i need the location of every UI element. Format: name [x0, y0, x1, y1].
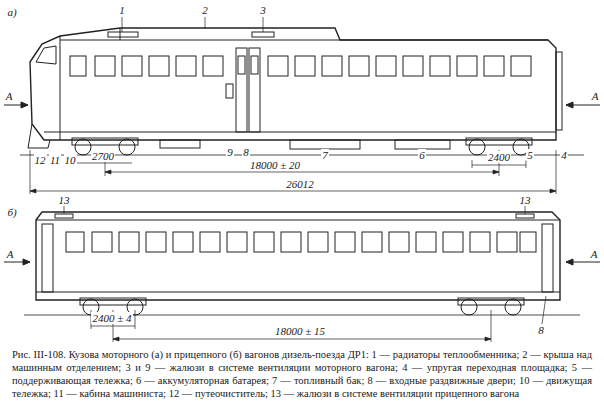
callout-number: 6: [418, 149, 426, 161]
callout-number: 2: [201, 4, 209, 16]
callout-number: 8: [537, 324, 545, 336]
callout-number: 13: [519, 194, 532, 206]
callout-number: 8: [242, 146, 250, 158]
view-letter: а): [6, 6, 17, 18]
section-mark: А: [591, 90, 600, 102]
callout-number: 9: [226, 146, 234, 158]
callout-number: 11: [49, 154, 61, 166]
callout-number: 1: [118, 4, 126, 16]
section-mark: А: [6, 248, 15, 260]
section-mark: А: [5, 90, 14, 102]
callout-number: 4: [560, 149, 568, 161]
dimension: 18000 ± 15: [274, 325, 326, 337]
callout-number: 10: [64, 154, 77, 166]
dimension: 18000 ± 20: [249, 159, 301, 171]
section-mark: А: [590, 248, 599, 260]
callout-number: 5: [526, 149, 534, 161]
dimension: 2400 ± 4: [91, 312, 132, 324]
callout-number: 3: [259, 4, 267, 16]
figure-caption: Рис. III-108. Кузова моторного (а) и при…: [12, 348, 592, 401]
dimension: 26012: [285, 178, 315, 190]
dimension: 2700: [91, 150, 115, 162]
callout-number: 12: [34, 154, 47, 166]
callout-number: 13: [58, 194, 71, 206]
view-letter: б): [6, 206, 17, 218]
dimension: 2400: [487, 151, 511, 163]
callout-number: 7: [321, 149, 329, 161]
